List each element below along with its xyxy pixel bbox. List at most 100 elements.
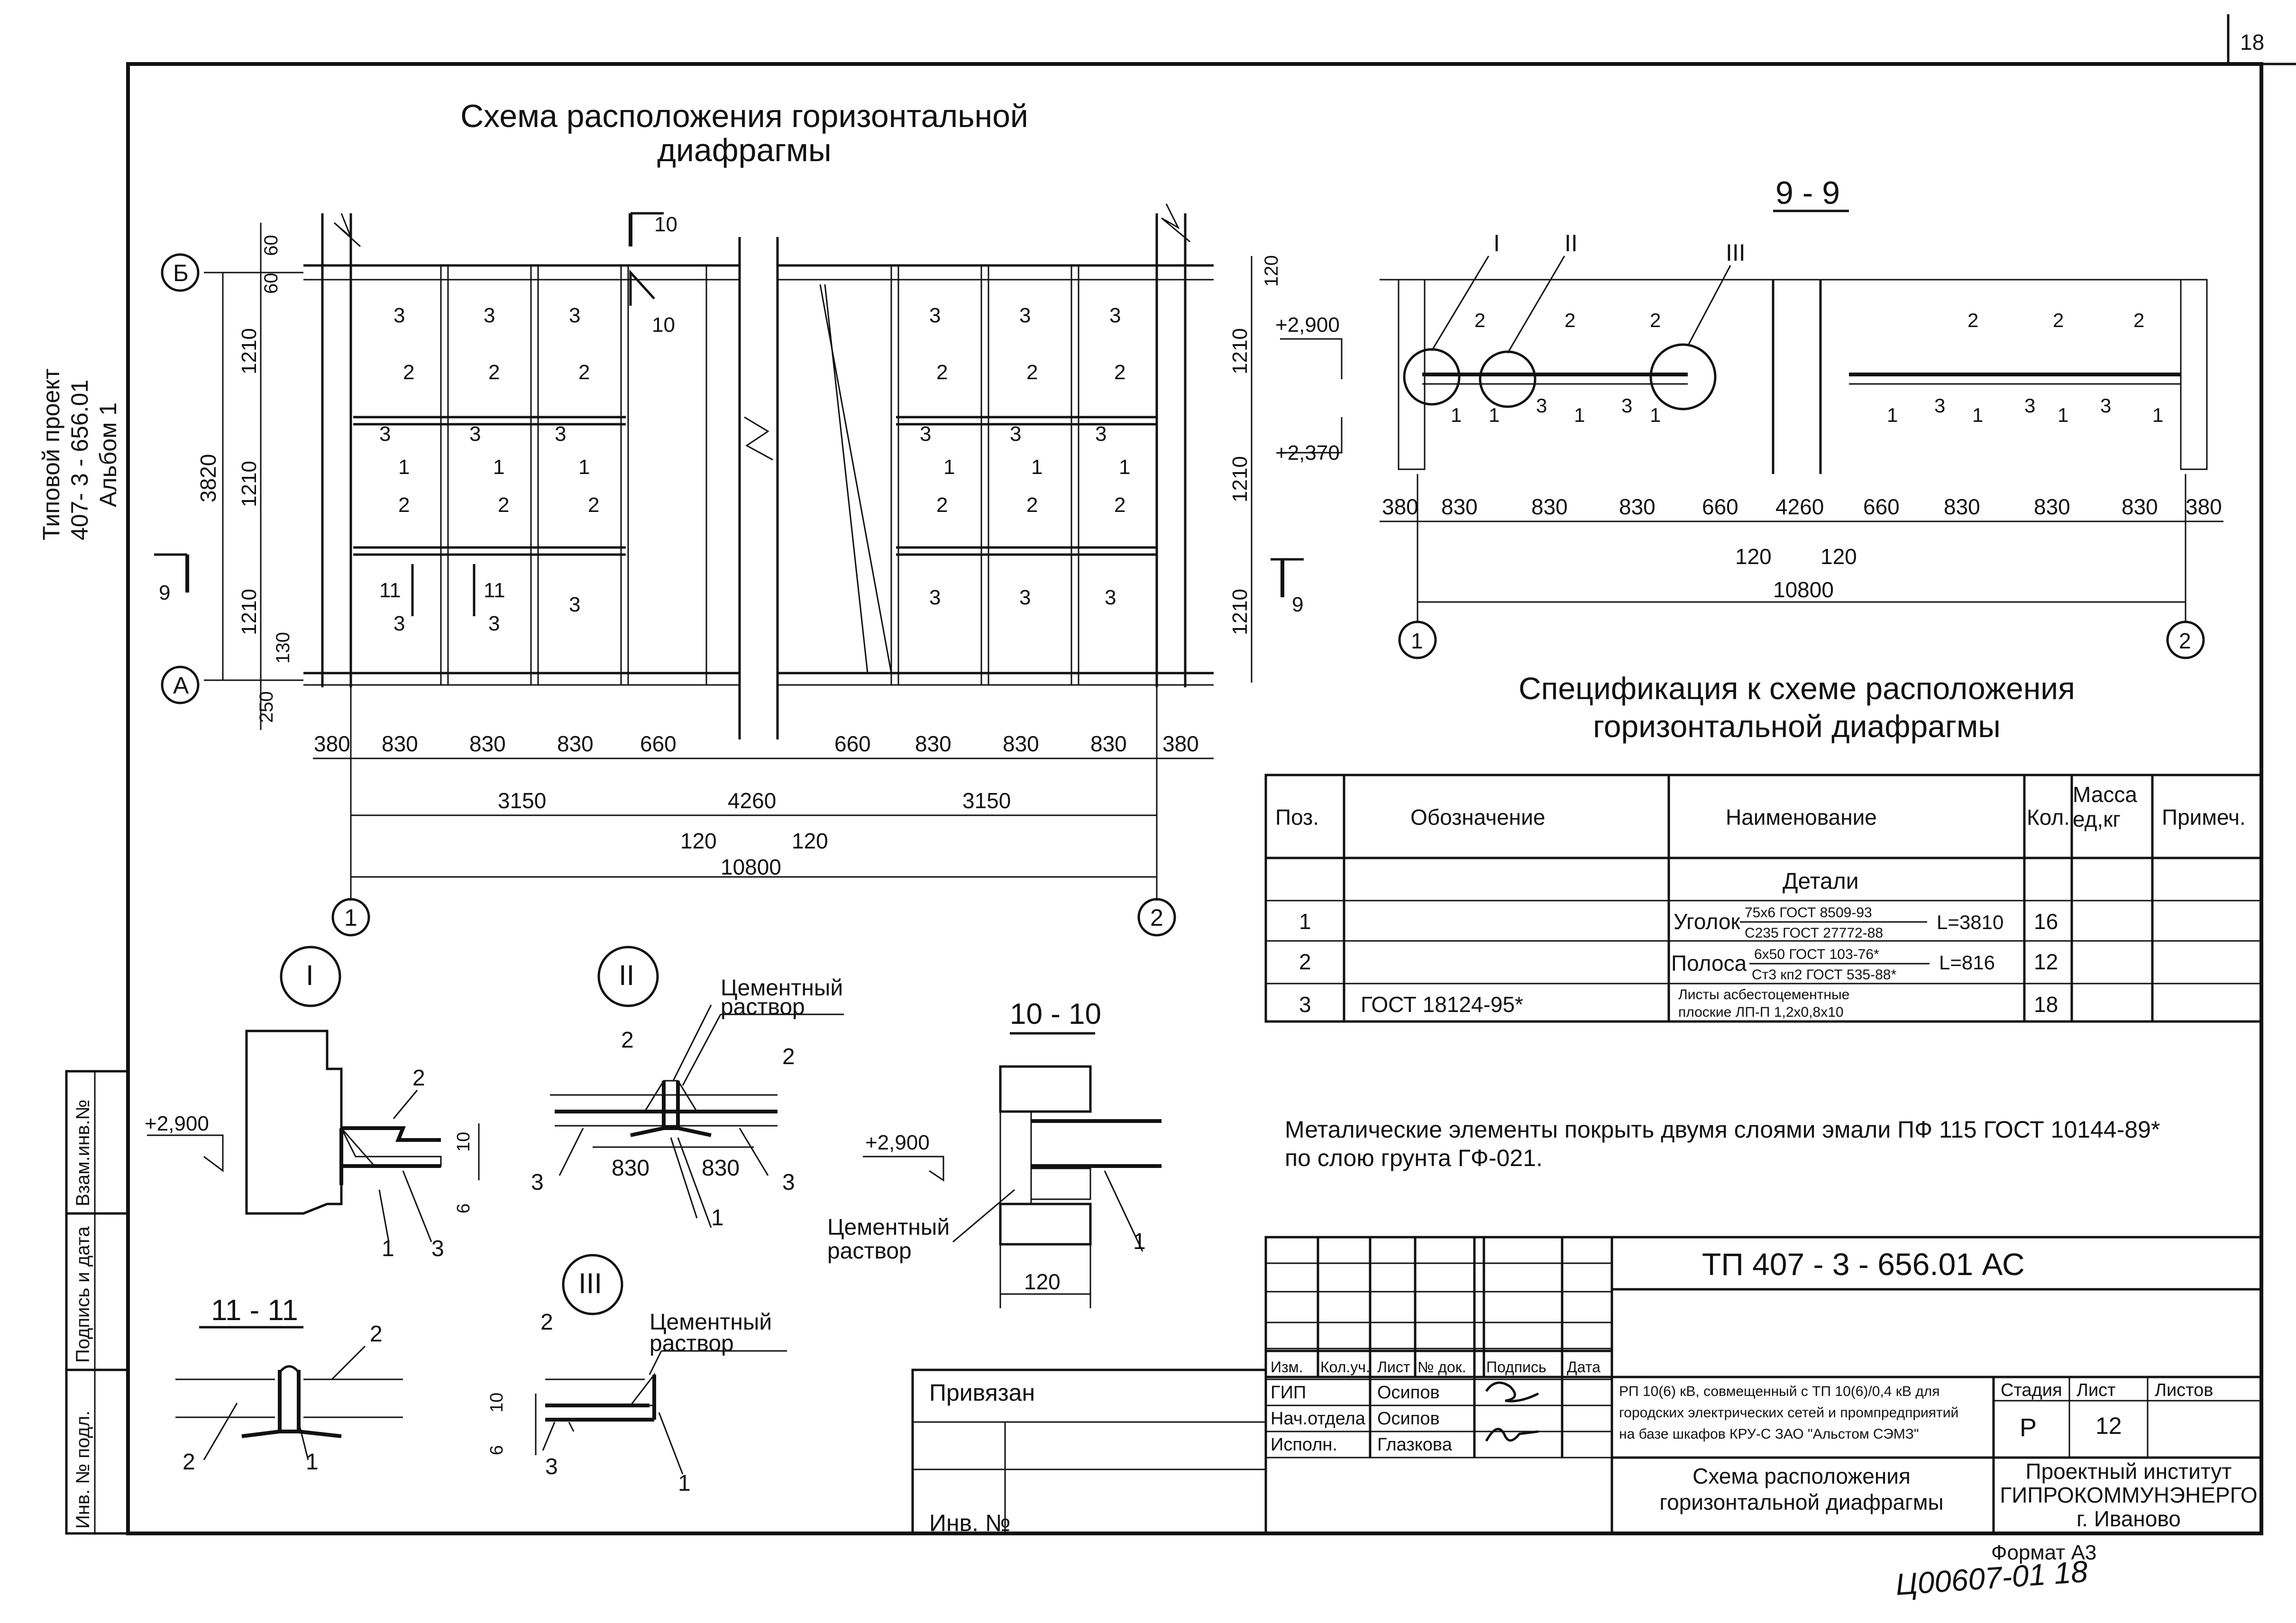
s99-dim-660-l: 660 [1702,494,1738,519]
s99-mark: 2 [1564,309,1575,331]
sec-10-10-dim: 120 [1024,1269,1061,1294]
plan-title: Схема расположения горизонтальной диафра… [460,98,1028,168]
panel-label: 2 [398,493,410,517]
section-mark-10-b: 10 [652,313,675,337]
node-I-dim-6: 6 [454,1204,474,1213]
s99-axis-2: 2 [2179,629,2191,653]
node-III-mortar-1: Цементный [649,1310,772,1335]
spec-row-2-name: Полоса [1671,951,1747,976]
left-dim-130: 130 [273,632,293,664]
tb-inv: Инв. № [929,1510,1011,1536]
spec-title-line-1: Спецификация к схеме расположения [1518,671,2075,706]
panel-label: 3 [379,422,391,446]
node-II-label: II [619,959,634,991]
node-II-dim-830-a: 830 [612,1156,649,1181]
node-III-mark-2: 2 [540,1310,553,1335]
sec-10-10-mark-1: 1 [1133,1229,1146,1254]
s99-dim-380-r: 380 [2186,494,2222,519]
s99-mark: 3 [1536,394,1547,417]
callout-III: III [1726,239,1746,266]
handwritten-note: Ц00607-01 18 [1894,1554,2089,1602]
panel-label: 1 [1119,456,1130,479]
s99-mark: 1 [1650,404,1661,426]
spec-row-2-qty: 12 [2034,949,2058,974]
callout-I: I [1493,230,1500,256]
node-II-mortar-1: Цементный [721,976,843,1001]
panel-label: 1 [493,456,504,479]
panel-label: 2 [498,493,509,517]
s99-dim-4260: 4260 [1775,494,1824,519]
s99-dim-830-e: 830 [2034,494,2070,519]
section-mark-11-b: 11 [484,579,505,602]
panel-label: 3 [393,304,405,327]
axis-2: 2 [1150,904,1163,931]
side-stamp-line-3: Альбом 1 [95,402,121,507]
panel-label: 1 [1031,456,1043,479]
tb-drawing-name-2: горизонтальной диафрагмы [1659,1490,1943,1514]
spec-row-3-pos: 3 [1299,992,1311,1017]
note-line-1: Металические элементы покрыть двумя слоя… [1285,1116,2160,1143]
span-dim-4260: 4260 [728,788,776,813]
spec-title-line-2: горизонтальной диафрагмы [1593,709,2001,744]
tb-head-sign: Подпись [1486,1359,1546,1376]
spec-row-1-frac-top: 75х6 ГОСТ 8509-93 [1745,905,1872,921]
section-mark-10-a: 10 [654,213,677,236]
panel-label: 3 [1010,422,1021,446]
spec-table [1264,774,2263,1023]
panel-label: 2 [403,361,414,384]
s99-small-120-a: 120 [1735,544,1772,569]
s99-mark: 1 [1574,404,1585,426]
s99-dim-830-a: 830 [1441,494,1478,519]
panel-label: 3 [1109,304,1121,327]
spec-head-mass: Масса ед,кг [2073,782,2138,831]
level-2900: +2,900 [1275,313,1340,337]
spec-row-2-frac-top: 6х50 ГОСТ 103-76* [1754,947,1879,962]
panel-label: 2 [578,361,590,384]
panel-label: 1 [943,456,955,479]
node-II-mark-3-b: 3 [782,1170,795,1195]
sec-11-11-mark-2-a: 2 [370,1322,383,1347]
s99-dim-830-b: 830 [1531,494,1568,519]
s99-mark: 2 [1650,309,1661,331]
tb-head-kol: Кол.уч. [1320,1359,1370,1376]
right-dim-1210-c: 1210 [1228,589,1252,635]
spec-row-1-frac-bot: С235 ГОСТ 27772-88 [1745,925,1883,941]
section-9-9-title: 9 - 9 [1775,175,1840,211]
tb-role-gip: ГИП [1271,1383,1306,1403]
section-mark-11-a: 11 [379,579,401,602]
note-line-2: по слою грунта ГФ-021. [1285,1145,1543,1171]
title-block [911,1236,2263,1535]
node-II-mark-1: 1 [711,1205,724,1231]
plan-drawing [154,203,1304,937]
small-dim-120-a: 120 [680,829,717,853]
sec-10-10-mortar-2: раствор [827,1239,912,1264]
s99-mark: 1 [1451,404,1462,426]
tb-head-doc: № док. [1418,1359,1466,1376]
left-dim-1210-c: 1210 [238,589,261,635]
spec-row-1-length: L=3810 [1937,911,2003,933]
bottom-dim-r-830-a: 830 [915,731,951,756]
span-dim-3150-right: 3150 [962,788,1011,813]
spec-row-1-name: Уголок [1674,909,1740,934]
panel-label: 2 [588,493,599,517]
left-dim-1210-b: 1210 [238,461,261,507]
tb-project-line-2: городских электрических сетей и промпред… [1619,1405,1958,1421]
section-mark-9-right: 9 [1292,593,1303,616]
s99-mark: 1 [2152,404,2163,426]
tb-sheet-value: 12 [2095,1413,2122,1439]
s99-mark: 1 [2058,404,2068,426]
margin-label-replace: Взам.инв.№ [73,1099,93,1206]
spec-row-3-name-a: Листы асбестоцементные [1678,987,1849,1003]
spec-head-note: Примеч. [2162,805,2246,830]
s99-small-120-b: 120 [1820,544,1857,569]
tb-drawing-name-1: Схема расположения [1692,1464,1911,1488]
tb-project-line-3: на базе шкафов КРУ-С ЗАО "Альстом СЭМЗ" [1619,1426,1919,1442]
panel-label: 3 [929,304,941,327]
bottom-dim-l-830-c: 830 [557,731,594,756]
bottom-dim-l-830-a: 830 [382,731,418,756]
panel-label: 3 [555,422,566,446]
detail-node-II-labels: II Цементный раствор 830 830 2 2 3 3 1 [531,959,843,1231]
s99-mark: 3 [2100,394,2111,417]
spec-head-qty: Кол. [2027,805,2070,830]
s99-mark: 2 [2053,309,2064,331]
